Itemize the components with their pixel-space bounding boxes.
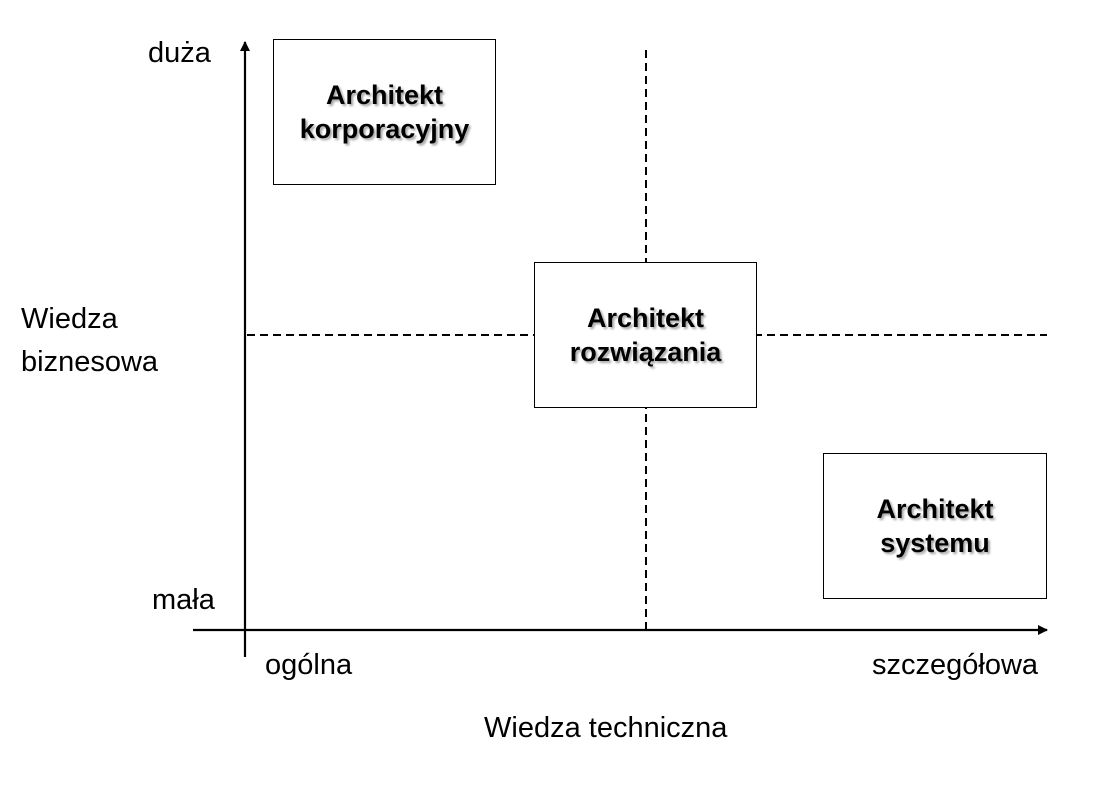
box-system-architect: Architekt systemu (823, 453, 1047, 599)
box-system-line-1: Architekt (876, 494, 994, 524)
y-title-line-1: Wiedza (21, 303, 118, 335)
box-solution-architect: Architekt rozwiązania (534, 262, 757, 408)
box-system-line-2: systemu (880, 528, 990, 558)
box-enterprise-line-1: Architekt (325, 80, 444, 110)
box-enterprise-architect: Architekt korporacyjny (273, 39, 496, 185)
box-solution-line-1: Architekt (586, 303, 705, 333)
x-title: Wiedza techniczna (484, 712, 728, 744)
y-low-label: mała (152, 584, 215, 616)
x-low-label: ogólna (265, 649, 353, 681)
y-high-label: duża (148, 37, 211, 69)
box-solution-line-2: rozwiązania (569, 337, 722, 367)
x-high-label: szczegółowa (872, 649, 1039, 681)
box-enterprise-line-2: korporacyjny (299, 114, 470, 144)
y-title-line-2: biznesowa (21, 346, 159, 378)
